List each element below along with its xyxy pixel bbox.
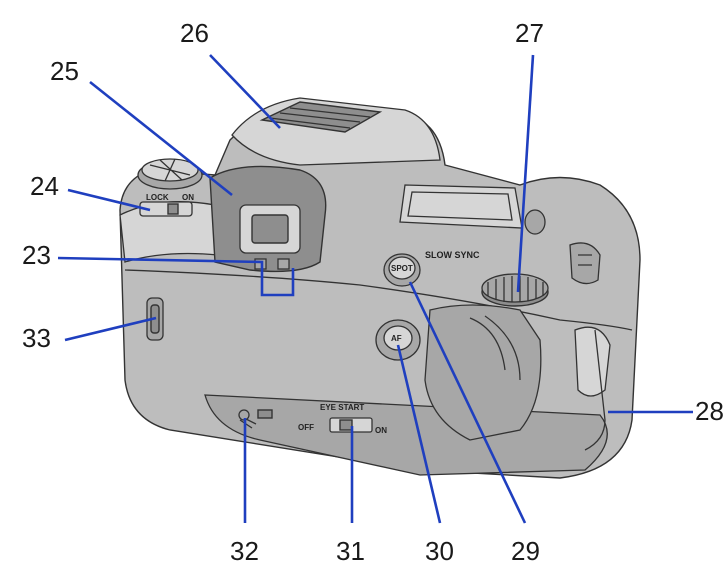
on-label: ON bbox=[182, 193, 194, 202]
leader-26 bbox=[209, 54, 281, 129]
af-button: AF bbox=[375, 319, 421, 361]
off-label: OFF bbox=[298, 423, 314, 432]
spot-button: SPOT bbox=[383, 253, 421, 287]
leader-25 bbox=[89, 80, 233, 197]
callout-23: 23 bbox=[22, 240, 51, 270]
leader-27 bbox=[516, 54, 535, 293]
leader-23 bbox=[57, 256, 295, 297]
callout-27: 27 bbox=[515, 18, 544, 48]
callout-32: 32 bbox=[230, 536, 259, 566]
callout-numbers: 26 25 24 23 33 27 28 29 30 31 32 bbox=[22, 18, 724, 566]
on-switch-label: ON bbox=[375, 426, 387, 435]
grip bbox=[424, 304, 611, 441]
callout-24: 24 bbox=[30, 171, 59, 201]
illumination-button bbox=[524, 209, 546, 235]
eyecup bbox=[209, 165, 327, 273]
lock-switch: LOCK ON bbox=[139, 193, 194, 217]
control-dial bbox=[481, 273, 549, 307]
leader-30 bbox=[396, 344, 442, 524]
callout-33: 33 bbox=[22, 323, 51, 353]
slow-sync-label: SLOW SYNC bbox=[425, 250, 480, 260]
mode-dial bbox=[137, 158, 203, 190]
lock-label: LOCK bbox=[146, 193, 169, 202]
spot-label: SPOT bbox=[391, 264, 413, 273]
leader-29 bbox=[408, 281, 527, 524]
callout-29: 29 bbox=[511, 536, 540, 566]
top-lcd bbox=[399, 184, 523, 229]
eye-start-switch: EYE START OFF ON bbox=[298, 403, 387, 435]
af-label: AF bbox=[391, 334, 402, 343]
strap-lug bbox=[569, 242, 601, 285]
callout-25: 25 bbox=[50, 56, 79, 86]
prism-housing bbox=[231, 97, 441, 166]
callout-28: 28 bbox=[695, 396, 724, 426]
leader-33 bbox=[64, 316, 157, 342]
eye-start-label: EYE START bbox=[320, 403, 364, 412]
callout-30: 30 bbox=[425, 536, 454, 566]
battery-cover bbox=[584, 329, 606, 451]
callout-26: 26 bbox=[180, 18, 209, 48]
leader-24 bbox=[67, 188, 151, 212]
callout-31: 31 bbox=[336, 536, 365, 566]
leader-lines bbox=[57, 54, 693, 524]
